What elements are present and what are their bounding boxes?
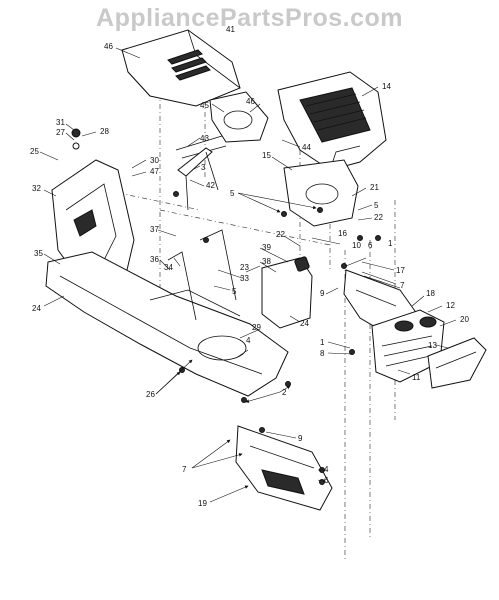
callout-16: 16 — [338, 229, 347, 238]
hood-vent-icon — [167, 49, 211, 81]
lower-panel-part — [235, 425, 333, 511]
headlight-icon — [394, 316, 437, 332]
callout-42: 42 — [206, 181, 215, 190]
callout-45: 45 — [200, 101, 209, 110]
callout-36: 36 — [150, 255, 159, 264]
callout-46: 46 — [104, 42, 113, 51]
callout-9a: 9 — [320, 289, 325, 298]
callout-33: 33 — [240, 274, 249, 283]
callout-3: 3 — [201, 163, 206, 172]
callout-11: 11 — [412, 373, 421, 382]
callout-29: 29 — [252, 323, 261, 332]
callout-1a: 1 — [388, 239, 393, 248]
callout-7a: 7 — [400, 281, 405, 290]
callout-28: 28 — [100, 127, 109, 136]
callout-39: 39 — [262, 243, 271, 252]
callout-7b: 7 — [182, 465, 187, 474]
callout-labels: 46 41 14 31 27 28 25 45 46 43 44 3 42 15… — [30, 25, 469, 508]
callout-47: 47 — [150, 167, 159, 176]
callout-31: 31 — [56, 118, 65, 127]
callout-2: 2 — [282, 388, 287, 397]
callout-30: 30 — [150, 156, 159, 165]
callout-41: 41 — [226, 25, 235, 34]
callout-12: 12 — [446, 301, 455, 310]
callout-24a: 24 — [32, 304, 41, 313]
callout-22b: 22 — [276, 230, 285, 239]
callout-38: 38 — [262, 257, 271, 266]
callout-15: 15 — [262, 151, 271, 160]
callout-13: 13 — [428, 341, 437, 350]
callout-43: 43 — [200, 134, 209, 143]
callout-27: 27 — [56, 128, 65, 137]
leader-lines — [39, 47, 457, 503]
callout-37: 37 — [150, 225, 159, 234]
callout-46b: 46 — [246, 97, 255, 106]
fuel-tank-part — [261, 256, 313, 329]
callout-4a: 4 — [246, 336, 251, 345]
callout-34: 34 — [164, 263, 173, 272]
fastener-icons — [71, 128, 381, 485]
callout-44: 44 — [302, 143, 311, 152]
callout-18: 18 — [426, 289, 435, 298]
callout-35: 35 — [34, 249, 43, 258]
callout-26: 26 — [146, 390, 155, 399]
hood-bracket-part — [209, 91, 269, 143]
callout-25: 25 — [30, 147, 39, 156]
callout-21: 21 — [370, 183, 379, 192]
steering-support-part — [175, 135, 227, 211]
nose-part — [371, 309, 445, 383]
callout-4b: 4 — [324, 465, 329, 474]
callout-6b: 6 — [324, 476, 329, 485]
callout-5c: 5 — [232, 287, 237, 296]
callout-14: 14 — [382, 82, 391, 91]
callout-9b: 9 — [298, 434, 303, 443]
watermark-text: AppliancePartsPros.com — [96, 4, 403, 32]
bumper-part — [427, 337, 487, 389]
callout-17: 17 — [396, 266, 405, 275]
callout-1b: 1 — [320, 338, 325, 347]
callout-5b: 5 — [374, 201, 379, 210]
callout-23: 23 — [240, 263, 249, 272]
callout-8: 8 — [320, 349, 325, 358]
grille-assembly-part — [277, 71, 387, 171]
callout-22a: 22 — [374, 213, 383, 222]
callout-32: 32 — [32, 184, 41, 193]
dash-panel-part — [283, 159, 359, 227]
frame-part — [45, 229, 289, 397]
callout-5a: 5 — [230, 189, 235, 198]
callout-24b: 24 — [300, 319, 309, 328]
callout-20: 20 — [460, 315, 469, 324]
hood-part — [121, 29, 241, 107]
callout-19: 19 — [198, 499, 207, 508]
grille-vent-icon — [299, 87, 371, 143]
callout-6: 6 — [368, 241, 373, 250]
callout-10: 10 — [352, 241, 361, 250]
